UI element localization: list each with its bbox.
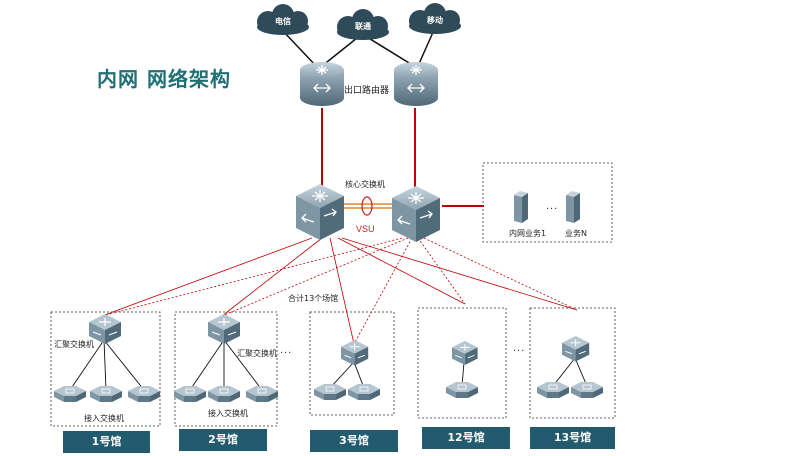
venue-label-1: 1号馆 [63, 431, 150, 453]
venue-label-12: 12号馆 [422, 427, 510, 449]
core-switch-2-icon [392, 186, 440, 242]
venue-ellipsis-1: ... [280, 344, 293, 356]
vsu-ring [361, 196, 373, 216]
access-switch-label-1: 接入交换机 [84, 414, 124, 423]
access-switch-icon-11 [571, 382, 603, 398]
access-switch-icon-9 [446, 382, 478, 398]
access-switch-icon-1 [54, 386, 86, 402]
access-switch-icon-8 [348, 384, 380, 400]
server-1-icon [514, 191, 528, 223]
venue-box-13 [529, 307, 616, 419]
venue-ellipsis-2: ... [513, 342, 526, 354]
router-core-links [321, 108, 484, 207]
egress-router-label: 出口路由器 [344, 86, 390, 96]
venue-boxes [50, 307, 616, 427]
aggregation-switch-12-icon [452, 341, 478, 365]
egress-router-1-icon [300, 62, 344, 106]
access-switch-icon-7 [314, 384, 346, 400]
aggregation-switch-13-icon [562, 336, 590, 362]
access-switch-icon-4 [174, 386, 206, 402]
agg-access-links [69, 339, 588, 391]
access-switch-layer [54, 382, 603, 402]
total-venues-label: 合计13个场馆 [286, 293, 341, 304]
venue-box-12 [417, 307, 507, 419]
aggregation-switch-2-icon [208, 314, 240, 344]
server-ellipsis: ... [546, 200, 559, 212]
page-title: 内网 网络架构 [97, 67, 231, 91]
vsu-label: VSU [356, 224, 375, 234]
aggregation-switch-label-2: 汇聚交换机 [237, 349, 277, 358]
isp-label-unicom: 联通 [355, 22, 371, 31]
access-switch-label-2: 接入交换机 [208, 409, 248, 418]
venue-box-1 [50, 311, 161, 427]
access-switch-icon-2 [90, 386, 122, 402]
isp-label-telecom: 电信 [275, 17, 291, 26]
cloud-unicom [337, 9, 389, 40]
server-n-icon [566, 191, 580, 223]
venue-label-3: 3号馆 [310, 430, 398, 452]
access-switch-icon-10 [537, 382, 569, 398]
aggregation-switch-layer [89, 314, 590, 366]
aggregation-switch-1-icon [89, 314, 121, 344]
egress-router-2-icon [394, 62, 438, 106]
cloud-telecom [257, 4, 309, 35]
core-agg-links [101, 237, 578, 345]
aggregation-switch-label-1: 汇聚交换机 [54, 340, 94, 349]
venue-label-13: 13号馆 [530, 427, 615, 449]
access-switch-icon-3 [128, 386, 160, 402]
isp-label-mobile: 移动 [427, 16, 443, 25]
core-switch-1-icon [296, 184, 344, 240]
venue-label-2: 2号馆 [179, 429, 267, 451]
core-switch-label: 核心交换机 [345, 180, 385, 189]
vsu-link [344, 196, 394, 216]
aggregation-switch-3-icon [341, 340, 369, 366]
server-group-box [482, 162, 613, 243]
venue-box-3 [309, 311, 395, 416]
service-n-label: 业务N [565, 229, 587, 238]
access-switch-icon-6 [246, 386, 278, 402]
intranet-service-1-label: 内网业务1 [509, 229, 547, 238]
cloud-mobile [409, 3, 461, 34]
link-mobile-router2 [417, 29, 435, 67]
access-switch-icon-5 [208, 386, 240, 402]
link-telecom-router1 [281, 29, 319, 69]
